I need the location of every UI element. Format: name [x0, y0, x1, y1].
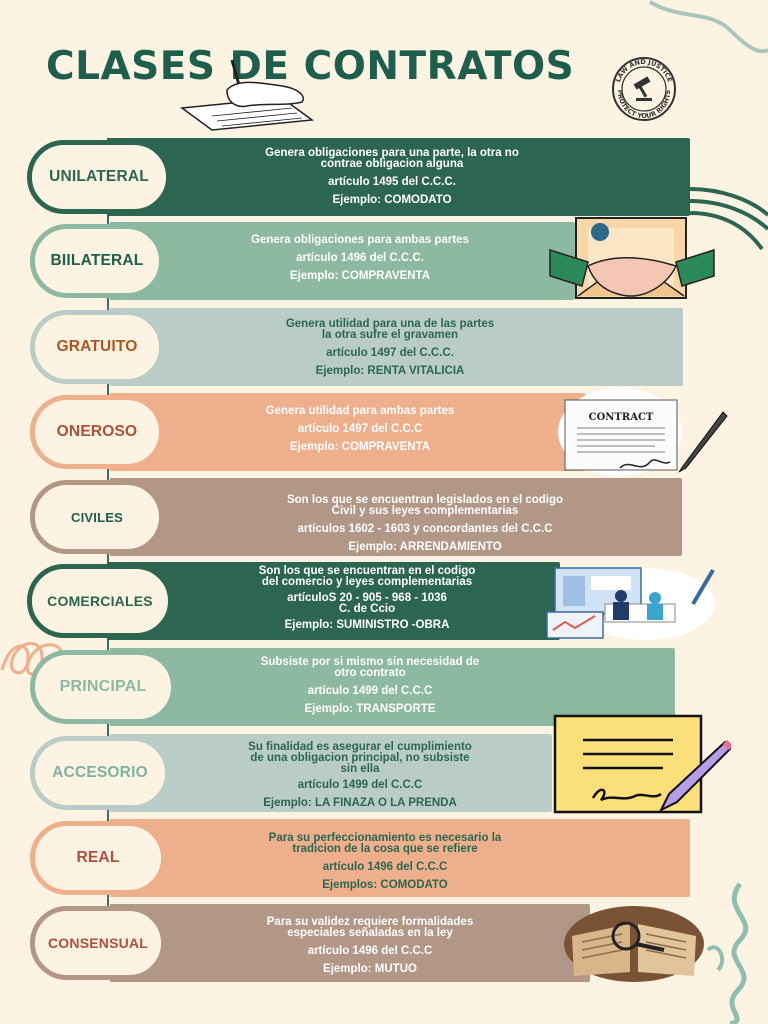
- contract-type-comerciales: COMERCIALES Son los que se encuentran en…: [27, 562, 560, 640]
- article-reference: artículo 1496 del C.C.C: [322, 861, 448, 873]
- contract-type-gratuito: GRATUITO Genera utilidad para una de las…: [30, 308, 683, 386]
- example-text: Ejemplo: ARRENDAMIENTO: [348, 541, 502, 553]
- article-reference: artículos 1602 - 1603 y concordantes del…: [297, 523, 553, 535]
- article-reference: artículoS 20 - 905 - 968 - 1036: [287, 592, 447, 604]
- contract-type-description: Su finalidad es asegurar el cumplimiento…: [170, 741, 550, 809]
- article-reference: artículo 1499 del C.C.C: [307, 685, 433, 697]
- contract-type-unilateral: UNILATERAL Genera obligaciones para una …: [27, 138, 690, 216]
- signing-note-illustration: [553, 714, 731, 814]
- swirl-right-decoration: [690, 187, 768, 251]
- article-reference: artículo 1495 del C.C.C.: [328, 176, 456, 188]
- contract-type-accesorio: ACCESORIO Su finalidad es asegurar el cu…: [30, 734, 552, 812]
- example-text: Ejemplo: COMPRAVENTA: [289, 270, 431, 282]
- business-meeting-illustration: [546, 567, 715, 640]
- example-text: Ejemplos: COMODATO: [322, 879, 448, 891]
- example-text: Ejemplo: LA FINAZA O LA PRENDA: [263, 797, 457, 809]
- article-reference: artículo 1497 del C.C.C.: [326, 347, 454, 359]
- contract-type-civiles: CIVILES Son los que se encuentran legisl…: [30, 478, 682, 556]
- page-title: CLASES DE CONTRATOS: [46, 44, 575, 90]
- contract-type-consensual: CONSENSUAL Para su validez requiere form…: [30, 904, 590, 982]
- contract-type-label: UNILATERAL: [27, 140, 171, 214]
- squiggle-bottom-right-decoration: [706, 882, 749, 1024]
- squiggle-left-decoration: [0, 642, 64, 676]
- example-text: Ejemplo: COMODATO: [332, 194, 452, 206]
- contract-type-label: ACCESORIO: [30, 736, 170, 810]
- contract-type-label: REAL: [30, 821, 166, 895]
- example-text: Ejemplo: SUMINISTRO -OBRA: [284, 619, 450, 631]
- example-text: Ejemplo: TRANSPORTE: [304, 703, 436, 715]
- contract-type-label: ONEROSO: [30, 395, 164, 469]
- swirl-top-right-decoration: [648, 0, 768, 54]
- article-reference: artículo 1499 del C.C.C: [297, 779, 423, 791]
- contract-type-description: Genera utilidad para ambas partes artícu…: [170, 405, 550, 453]
- hand-writing-illustration: [179, 59, 315, 131]
- contract-type-label: BIILATERAL: [30, 224, 164, 298]
- book-magnifier-illustration: [564, 906, 704, 982]
- contract-pen-illustration: CONTRACT: [558, 388, 728, 476]
- contract-type-label: PRINCIPAL: [30, 650, 176, 724]
- law-justice-seal-icon: LAW AND JUSTICE PROTECT YOUR RIGHTS: [612, 57, 676, 121]
- example-text: Ejemplo: COMPRAVENTA: [289, 441, 431, 453]
- contract-type-label: CONSENSUAL: [30, 906, 166, 980]
- contract-type-label: COMERCIALES: [27, 564, 173, 638]
- contract-label: CONTRACT: [589, 412, 654, 423]
- handshake-certificate-illustration: [549, 217, 715, 299]
- contract-type-bilateral: BIILATERAL Genera obligaciones para amba…: [30, 222, 575, 300]
- contract-type-oneroso: ONEROSO Genera utilidad para ambas parte…: [30, 393, 585, 471]
- contract-type-description: Son los que se encuentran legislados en …: [180, 494, 670, 553]
- contract-type-real: REAL Para su perfeccionamiento es necesa…: [30, 819, 690, 897]
- contract-type-principal: PRINCIPAL Subsiste por si mismo sin nece…: [30, 648, 675, 726]
- contract-type-description: Para su perfeccionamiento es necesario l…: [180, 832, 590, 891]
- contract-type-label: CIVILES: [30, 480, 164, 554]
- example-text: Ejemplo: MUTUO: [323, 963, 417, 975]
- contract-type-description: Genera obligaciones para una parte, la o…: [182, 147, 602, 206]
- article-reference: artículo 1497 del C.C.C: [297, 423, 423, 435]
- contract-type-label: GRATUITO: [30, 310, 164, 384]
- contract-type-description: Genera obligaciones para ambas partes ar…: [175, 234, 545, 282]
- article-reference: artículo 1496 del C.C.C.: [296, 252, 424, 264]
- article-reference: artículo 1496 del C.C.C: [307, 945, 433, 957]
- example-text: Ejemplo: RENTA VITALICIA: [315, 365, 465, 377]
